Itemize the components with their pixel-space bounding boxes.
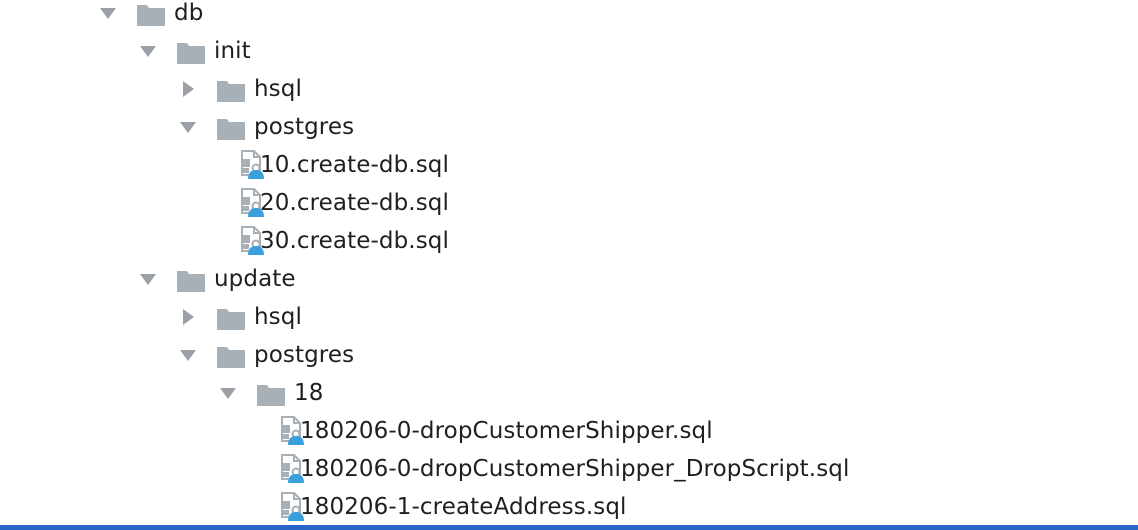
tree-folder-label: 18: [294, 380, 324, 406]
triangle-right-icon[interactable]: [177, 298, 199, 336]
triangle-down-icon[interactable]: [97, 0, 119, 32]
sql-file-icon: [278, 454, 306, 484]
sql-file-icon: [238, 150, 266, 180]
folder-icon: [216, 345, 246, 369]
triangle-down-icon[interactable]: [137, 260, 159, 298]
tree-folder-row[interactable]: update: [0, 260, 1138, 298]
sql-file-icon: [238, 188, 266, 218]
tree-folder-row[interactable]: db: [0, 0, 1138, 32]
tree-file-row[interactable]: 180206-0-dropCustomerShipper_DropScript.…: [0, 450, 1138, 488]
sql-file-icon: [278, 492, 306, 522]
tree-folder-label: update: [214, 266, 296, 292]
tree-folder-row[interactable]: postgres: [0, 336, 1138, 374]
folder-icon: [216, 307, 246, 331]
tree-file-label: 180206-1-createAddress.sql: [300, 494, 627, 520]
triangle-down-icon[interactable]: [137, 32, 159, 70]
tree-folder-row[interactable]: hsql: [0, 298, 1138, 336]
triangle-down-icon[interactable]: [177, 336, 199, 374]
tree-file-label: 180206-0-dropCustomerShipper_DropScript.…: [300, 456, 850, 482]
triangle-down-icon[interactable]: [217, 374, 239, 412]
tree-file-label: 180206-0-dropCustomerShipper.sql: [300, 418, 713, 444]
tree-folder-label: postgres: [254, 114, 355, 140]
folder-icon: [176, 269, 206, 293]
folder-icon: [136, 3, 166, 27]
tree-folder-row[interactable]: postgres: [0, 108, 1138, 146]
folder-icon: [216, 117, 246, 141]
tree-file-label: 10.create-db.sql: [260, 152, 449, 178]
tree-folder-row[interactable]: init: [0, 32, 1138, 70]
tree-file-row[interactable]: 30.create-db.sql: [0, 222, 1138, 260]
tree-file-row[interactable]: 20.create-db.sql: [0, 184, 1138, 222]
tree-folder-label: postgres: [254, 342, 355, 368]
tree-folder-row[interactable]: 18: [0, 374, 1138, 412]
tree-file-row[interactable]: 180206-0-dropCustomerShipper.sql: [0, 412, 1138, 450]
tree-folder-row[interactable]: hsql: [0, 70, 1138, 108]
triangle-right-icon[interactable]: [177, 70, 199, 108]
tree-folder-label: hsql: [254, 304, 302, 330]
tree-folder-label: hsql: [254, 76, 302, 102]
tree-file-label: 20.create-db.sql: [260, 190, 449, 216]
sql-file-icon: [278, 416, 306, 446]
tree-file-row[interactable]: 10.create-db.sql: [0, 146, 1138, 184]
folder-icon: [176, 41, 206, 65]
tree-folder-label: init: [214, 38, 251, 64]
triangle-down-icon[interactable]: [177, 108, 199, 146]
tree-file-row[interactable]: 180206-1-createAddress.sql: [0, 488, 1138, 526]
folder-icon: [216, 79, 246, 103]
tree-folder-label: db: [174, 0, 204, 26]
sql-file-icon: [238, 226, 266, 256]
horizontal-scrollbar[interactable]: [0, 525, 1138, 530]
folder-icon: [256, 383, 286, 407]
tree-file-label: 30.create-db.sql: [260, 228, 449, 254]
